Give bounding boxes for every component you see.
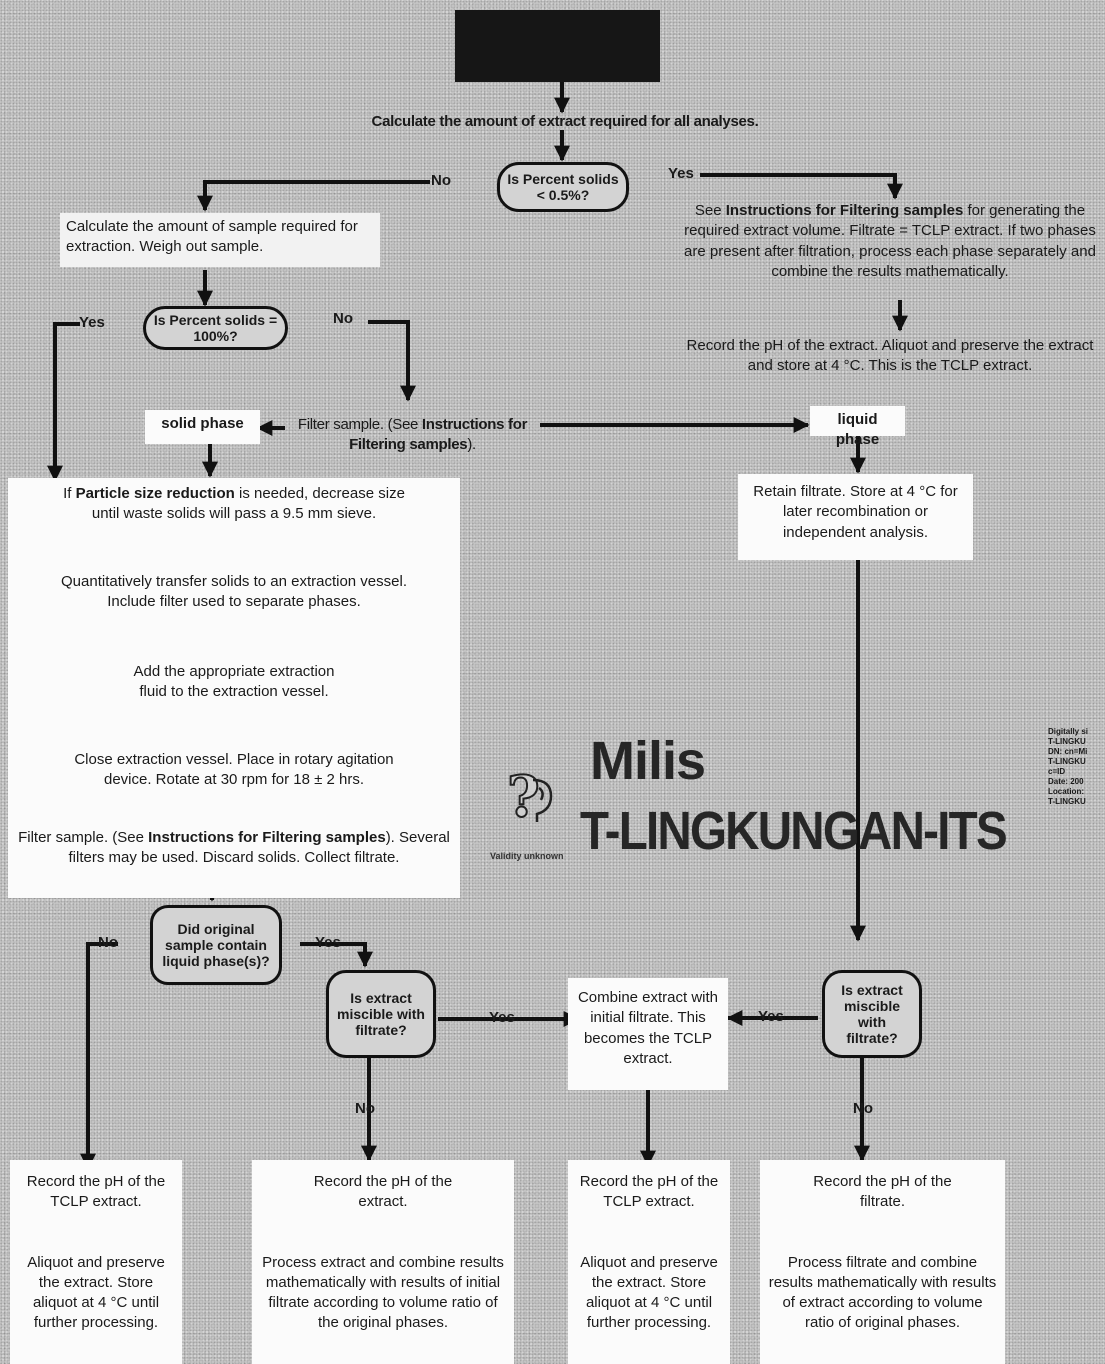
- filter-instr-post: for generating the required extract volu…: [684, 202, 1096, 280]
- label-yes-4: Yes: [489, 1009, 515, 1026]
- label-yes-5: Yes: [758, 1008, 784, 1025]
- b1-aliquot: Aliquot and preserve the extract. Store …: [27, 1253, 165, 1332]
- filter-instr-pre: See: [694, 202, 726, 219]
- validity-unknown-text: Validity unknown: [490, 851, 564, 861]
- stamp-line: T-LINGKU: [1048, 757, 1086, 766]
- label-no-5: No: [853, 1100, 873, 1117]
- liquid-phase-label: liquid phase: [835, 411, 880, 449]
- calc-sample-text: Calculate the amount of sample required …: [60, 213, 380, 267]
- decision-miscible-left: Is extract miscible with filtrate?: [326, 970, 436, 1058]
- step-add-fluid-label: Add the appropriate extraction fluid to …: [133, 663, 335, 701]
- filter-sample-text: Filter sample. (See Instructions for Fil…: [285, 415, 540, 456]
- decision-original-liquid-label: Did original sample contain liquid phase…: [162, 920, 270, 970]
- bottom-box-2: Record the pH of the extract. Process ex…: [252, 1160, 514, 1364]
- b3-record-ph: Record the pH of the TCLP extract.: [579, 1173, 719, 1211]
- watermark-line-1: Milis: [590, 731, 706, 791]
- decision-percent-solids-100: Is Percent solids = 100%?: [143, 306, 288, 350]
- stamp-line: Digitally si: [1048, 727, 1089, 736]
- record-ph-extract-right-label: Record the pH of the extract. Aliquot an…: [686, 337, 1094, 375]
- label-no-1: No: [431, 172, 451, 189]
- decision-miscible-right-label: Is extract miscible with filtrate?: [841, 981, 903, 1047]
- b1-record-ph: Record the pH of the TCLP extract.: [26, 1173, 166, 1211]
- decision-miscible-left-label: Is extract miscible with filtrate?: [337, 989, 425, 1039]
- filter-sample-pre: Filter sample. (See: [297, 416, 422, 433]
- step-particle-size: If Particle size reduction is needed, de…: [8, 484, 460, 525]
- solid-phase-label: solid phase: [161, 415, 244, 432]
- calc-extract-label: Calculate the amount of extract required…: [371, 113, 759, 130]
- step-filter-bold: Instructions for Filtering samples: [148, 829, 386, 846]
- step-close-vessel-label: Close extraction vessel. Place in rotary…: [74, 751, 394, 789]
- step-particle-bold: Particle size reduction: [75, 485, 235, 502]
- combine-extract-label: Combine extract with initial filtrate. T…: [577, 989, 719, 1067]
- question-mark-signature-icon: ?: [506, 763, 553, 831]
- bottom-box-3: Record the pH of the TCLP extract. Aliqu…: [568, 1160, 730, 1364]
- label-no-3: No: [98, 934, 118, 951]
- calc-extract-text: Calculate the amount of extract required…: [330, 112, 800, 132]
- retain-filtrate-label: Retain filtrate. Store at 4 °C for later…: [753, 483, 958, 541]
- filter-instructions-text: See Instructions for Filtering samples f…: [675, 197, 1105, 301]
- b2-record-ph: Record the pH of the extract.: [313, 1173, 453, 1211]
- decision-miscible-right: Is extract miscible with filtrate?: [822, 970, 922, 1058]
- header-block: [455, 10, 660, 82]
- calc-sample-label: Calculate the amount of sample required …: [66, 218, 358, 256]
- extraction-steps-box: If Particle size reduction is needed, de…: [8, 478, 460, 898]
- decision-percent-solids-low: Is Percent solids < 0.5%?: [497, 162, 629, 212]
- svg-text:?: ?: [507, 764, 540, 830]
- b3-aliquot: Aliquot and preserve the extract. Store …: [580, 1253, 718, 1332]
- label-yes-2: Yes: [79, 314, 105, 331]
- retain-filtrate-box: Retain filtrate. Store at 4 °C for later…: [738, 474, 973, 560]
- stamp-line: Date: 200: [1048, 777, 1084, 786]
- label-no-4: No: [355, 1100, 375, 1117]
- step-particle-pre: If: [63, 485, 76, 502]
- stamp-line: T-LINGKU: [1048, 737, 1086, 746]
- stamp-line: DN: cn=Mi: [1048, 747, 1088, 756]
- decision-percent-solids-100-label: Is Percent solids = 100%?: [153, 311, 278, 344]
- decision-original-liquid: Did original sample contain liquid phase…: [150, 905, 282, 985]
- step-close-vessel: Close extraction vessel. Place in rotary…: [8, 750, 460, 791]
- filter-sample-post: ).: [467, 436, 476, 454]
- bottom-box-4: Record the pH of the filtrate. Process f…: [760, 1160, 1005, 1364]
- decision-percent-solids-low-label: Is Percent solids < 0.5%?: [507, 170, 619, 203]
- step-particle-post: is needed, decrease size until waste sol…: [91, 485, 405, 523]
- solid-phase-box: solid phase: [145, 410, 260, 444]
- watermark-line-2: T-LINGKUNGAN-ITS: [580, 801, 1008, 861]
- b4-process: Process filtrate and combine results mat…: [768, 1253, 997, 1332]
- record-ph-extract-right: Record the pH of the extract. Aliquot an…: [680, 332, 1100, 380]
- filter-instr-bold: Instructions for Filtering samples: [725, 202, 964, 219]
- b2-process: Process extract and combine results math…: [262, 1253, 504, 1332]
- stamp-line: T-LINGKU: [1048, 797, 1086, 806]
- step-filter-sample: Filter sample. (See Instructions for Fil…: [8, 828, 460, 869]
- label-no-2: No: [333, 310, 353, 327]
- step-transfer-label: Quantitatively transfer solids to an ext…: [61, 573, 407, 611]
- label-yes-1: Yes: [668, 165, 694, 182]
- step-filter-pre: Filter sample. (See: [18, 829, 149, 846]
- combine-extract-box: Combine extract with initial filtrate. T…: [568, 978, 728, 1090]
- b4-record-ph: Record the pH of the filtrate.: [813, 1173, 952, 1211]
- label-yes-3: Yes: [315, 934, 341, 951]
- step-filter-post: ). Several filters may be used. Discard …: [68, 829, 450, 867]
- stamp-line: c=ID: [1048, 767, 1066, 776]
- filter-sample-bold: Instructions for Filtering samples: [349, 416, 528, 454]
- step-transfer-solids: Quantitatively transfer solids to an ext…: [8, 572, 460, 613]
- digital-signature-stamp: Digitally si T-LINGKU DN: cn=Mi T-LINGKU…: [1048, 727, 1105, 807]
- stamp-line: Location:: [1048, 787, 1084, 796]
- bottom-box-1: Record the pH of the TCLP extract. Aliqu…: [10, 1160, 182, 1364]
- step-add-fluid: Add the appropriate extraction fluid to …: [8, 662, 460, 703]
- liquid-phase-box: liquid phase: [810, 406, 905, 448]
